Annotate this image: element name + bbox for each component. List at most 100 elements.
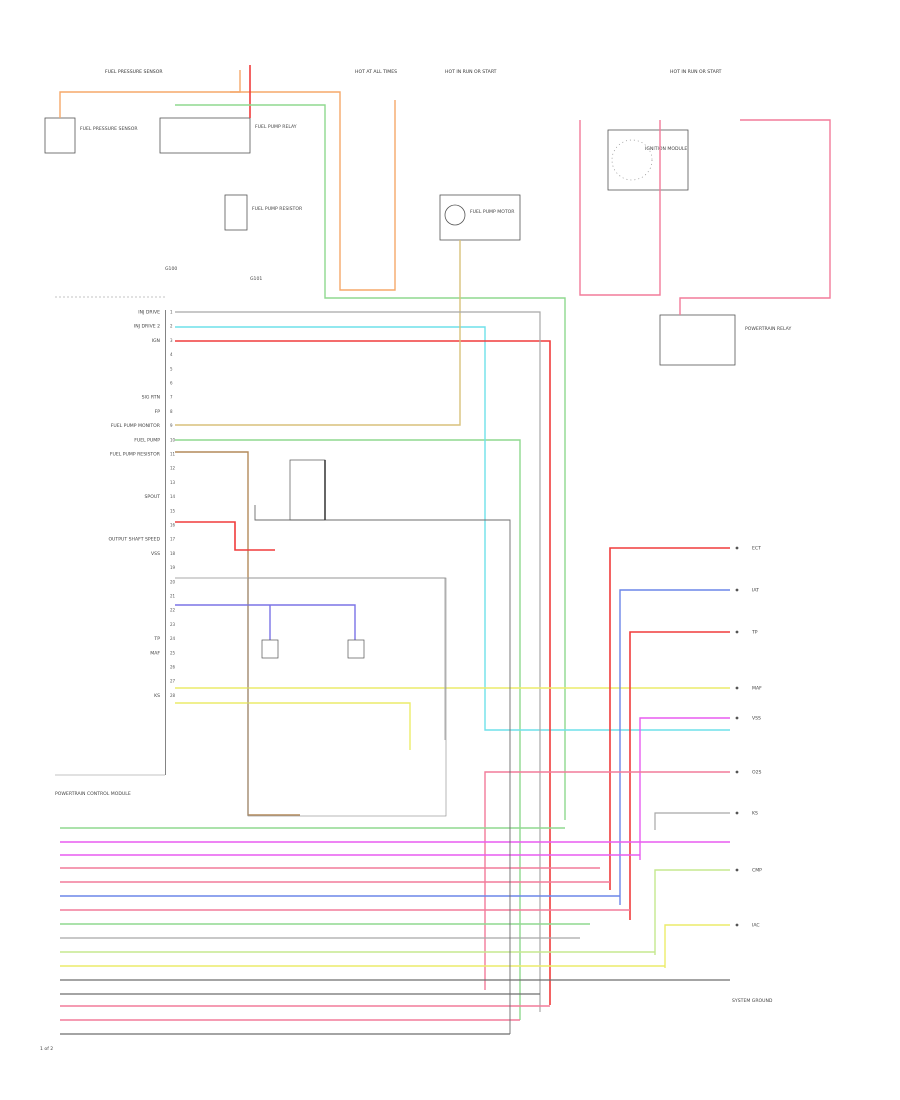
- fuel-pump-resistor: FUEL PUMP RESISTOR: [224, 194, 303, 231]
- pcm-pin-label: INJ DRIVE: [138, 310, 160, 316]
- wire-gray-pin-spout: [175, 577, 446, 740]
- wire-pink-mid: [484, 771, 730, 990]
- pcm-pin-number: 27: [170, 679, 176, 684]
- fuel-pump-motor-label: FUEL PUMP MOTOR: [470, 209, 515, 215]
- top-hot-run-label-1: HOT IN RUN OR START: [445, 69, 497, 75]
- fuel-pump-relay: FUEL PUMP RELAY: [159, 117, 297, 154]
- connector-terminal: [735, 868, 739, 872]
- pcm-pin-label: MAF: [150, 650, 160, 656]
- wire-red-pin3: [175, 340, 551, 1005]
- inner-module-box: [247, 577, 447, 817]
- ground-label-1: G100: [165, 266, 177, 272]
- wire-green-top: [175, 104, 566, 820]
- pcm-pin-number: 11: [170, 452, 176, 457]
- pcm-pin-label: INJ DRIVE 2: [134, 324, 160, 330]
- pcm-pin-number: 28: [170, 693, 176, 698]
- connector-terminal: [735, 811, 739, 815]
- pcm-pin-number: 21: [170, 594, 176, 599]
- connector-terminal: [735, 686, 739, 690]
- wire-red-right-1: [609, 547, 730, 890]
- right-connector-label: ECT: [752, 546, 761, 552]
- wire-red-right-2: [629, 631, 730, 920]
- right-connector-label: O2S: [752, 770, 762, 776]
- bottom-left-note: POWERTRAIN CONTROL MODULE: [55, 791, 131, 797]
- connector-terminal: [735, 716, 739, 720]
- pcm-pin-label: FUEL PUMP: [134, 437, 160, 443]
- connector-terminal: [735, 770, 739, 774]
- pcm-pin-number: 23: [170, 622, 176, 627]
- right-connector-label: VSS: [752, 716, 761, 722]
- page-number: 1 of 2: [40, 1046, 53, 1052]
- fuel-temp-sensor: FUEL PRESSURE SENSOR: [44, 117, 138, 154]
- pcm-pin-number: 1: [170, 310, 173, 315]
- top-hot-run-label-2: HOT IN RUN OR START: [670, 69, 722, 75]
- pcm-pin-label: FP: [155, 409, 161, 415]
- wire-lightgreen-right: [654, 869, 730, 955]
- pcm-pin-label: SIG RTN: [142, 395, 160, 401]
- pcm-pin-number: 5: [170, 366, 173, 371]
- fuel-pump-resistor-label: FUEL PUMP RESISTOR: [252, 206, 303, 212]
- pcm-pin-label: IGN: [152, 338, 160, 344]
- pcm-pin-label: FUEL PUMP MONITOR: [111, 423, 161, 429]
- fuel-pump-motor: FUEL PUMP MOTOR: [439, 194, 521, 241]
- wire-pink-right: [579, 120, 661, 296]
- wire-dark-box: [254, 505, 511, 1034]
- top-sensor-label: FUEL PRESSURE SENSOR: [105, 69, 163, 75]
- connector-terminal: [735, 546, 739, 550]
- wire-tan-fp: [175, 240, 461, 426]
- right-connector-label: IAT: [752, 588, 759, 594]
- ground-label-2: G101: [250, 276, 262, 282]
- wire-blue: [175, 604, 356, 640]
- wire-cyan: [175, 326, 730, 731]
- pcm-connector: [55, 296, 166, 776]
- ignition-module: IGNITION MODULE: [607, 129, 689, 191]
- pcm-pin-number: 8: [170, 409, 173, 414]
- wire-harness: [59, 65, 831, 1035]
- wire-brown: [175, 451, 300, 816]
- wire-yellow-2: [175, 702, 411, 750]
- fuel-temp-sensor-label: FUEL PRESSURE SENSOR: [80, 126, 138, 132]
- right-connector-label: CMP: [752, 868, 762, 874]
- pcm-pin-number: 20: [170, 579, 176, 584]
- pcm-pin-number: 26: [170, 665, 176, 670]
- wire-blue-right: [619, 589, 730, 905]
- inner-relay-box: [289, 459, 326, 521]
- right-connector-label: TP: [751, 630, 758, 636]
- pcm-pin-number: 10: [170, 437, 176, 442]
- right-connector-label: KS: [752, 811, 758, 817]
- right-connectors: ECT IAT TP MAF VSS O2S KS CMP IAC: [735, 546, 762, 929]
- connector-terminal: [735, 588, 739, 592]
- pcm-pin-label: KS: [154, 693, 160, 699]
- wire-pink-top-right: [679, 119, 831, 315]
- pcm-pin-label: TP: [153, 636, 160, 642]
- pcm-pin-label: FUEL PUMP RESISTOR: [110, 452, 161, 458]
- pcm-pin-number: 3: [170, 338, 173, 343]
- pcm-pin-number: 4: [170, 352, 173, 357]
- wire-orange-long: [230, 91, 396, 291]
- pcm-pin-number: 14: [170, 494, 176, 499]
- pcm-pin-number: 2: [170, 324, 173, 329]
- pcm-pin-number: 15: [170, 508, 176, 513]
- right-connector-label: MAF: [752, 686, 762, 692]
- pcm-pin-number: 25: [170, 650, 176, 655]
- pcm-pin-label: SPOUT: [145, 494, 161, 500]
- pcm-pin-number: 9: [170, 423, 173, 428]
- wire-gray-pin1: [175, 311, 541, 1012]
- pcm-pin-number: 7: [170, 395, 173, 400]
- bottom-right-note: SYSTEM GROUND: [732, 998, 773, 1004]
- pcm-pin-number: 18: [170, 551, 176, 556]
- wire-magenta-right: [639, 717, 730, 860]
- pcm-pin-number: 19: [170, 565, 176, 570]
- pcm-pin-number: 22: [170, 608, 176, 613]
- pcm-pin-number: 12: [170, 466, 176, 471]
- pcm-pin-label: VSS: [151, 551, 160, 557]
- top-hot-fuse-label: HOT AT ALL TIMES: [355, 69, 397, 75]
- pcm-pin-number: 13: [170, 480, 176, 485]
- right-connector-label: IAC: [752, 923, 760, 929]
- fuel-pump-relay-label: FUEL PUMP RELAY: [255, 124, 297, 130]
- pcm-pin-label: OUTPUT SHAFT SPEED: [108, 537, 160, 543]
- wire-green-2: [175, 439, 521, 1020]
- pcm-pin-number: 16: [170, 523, 176, 528]
